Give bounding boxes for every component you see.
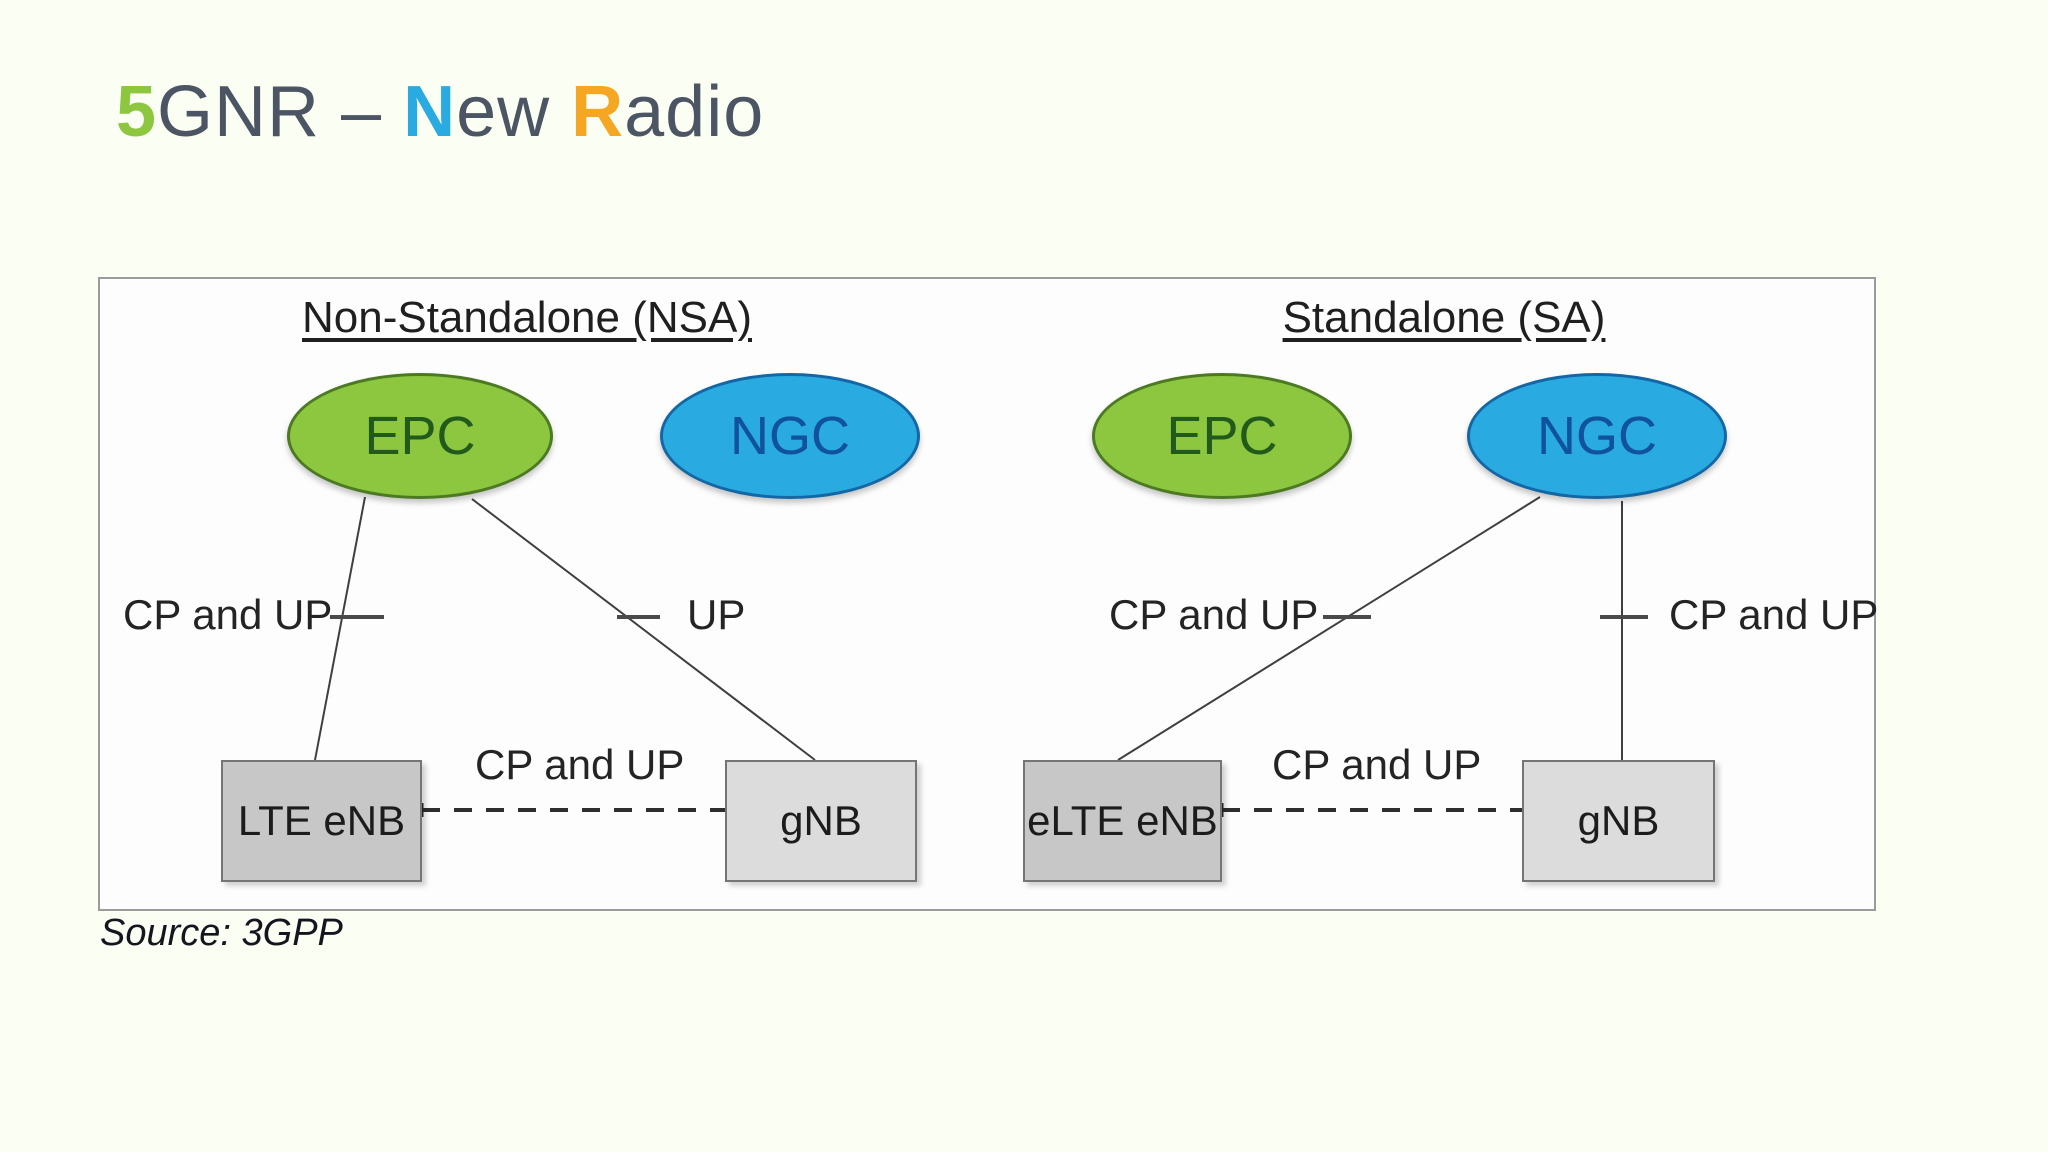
title-segment-n: N <box>403 72 457 153</box>
sa-heading: Standalone (SA) <box>1282 293 1606 342</box>
title-segment-adio: adio <box>624 72 765 153</box>
page-title: 5GNR – New Radio <box>116 72 764 153</box>
title-segment-gnr: GNR – <box>157 72 404 153</box>
nsa-lte-enb-node: LTE eNB <box>221 760 422 882</box>
sa-gnb-node: gNB <box>1522 760 1715 882</box>
nsa-epc-enb-link-label: CP and UP <box>123 591 333 638</box>
nsa-ngc-node: NGC <box>660 373 920 499</box>
title-segment-ew: ew <box>456 72 572 153</box>
sa-ngc-node: NGC <box>1467 373 1727 499</box>
title-segment-5: 5 <box>116 72 158 153</box>
sa-ngc-gnb-link-label: CP and UP <box>1669 591 1879 638</box>
architecture-figure: Non-Standalone (NSA) Standalone (SA) EPC… <box>98 277 1879 911</box>
nsa-epc-node: EPC <box>287 373 553 499</box>
sa-ngc-enb-link-label: CP and UP <box>1109 591 1319 638</box>
nsa-x2-link-label: CP and UP <box>475 741 685 788</box>
connector-lines <box>314 496 1648 817</box>
sa-elte-enb-node: eLTE eNB <box>1023 760 1222 882</box>
nsa-heading: Non-Standalone (NSA) <box>301 293 752 342</box>
nsa-epc-gnb-link-label: UP <box>687 591 746 638</box>
sa-epc-node: EPC <box>1092 373 1352 499</box>
nsa-gnb-node: gNB <box>725 760 917 882</box>
title-segment-r: R <box>571 72 625 153</box>
source-caption: Source: 3GPP <box>100 912 343 954</box>
sa-x2-link-label: CP and UP <box>1272 741 1482 788</box>
